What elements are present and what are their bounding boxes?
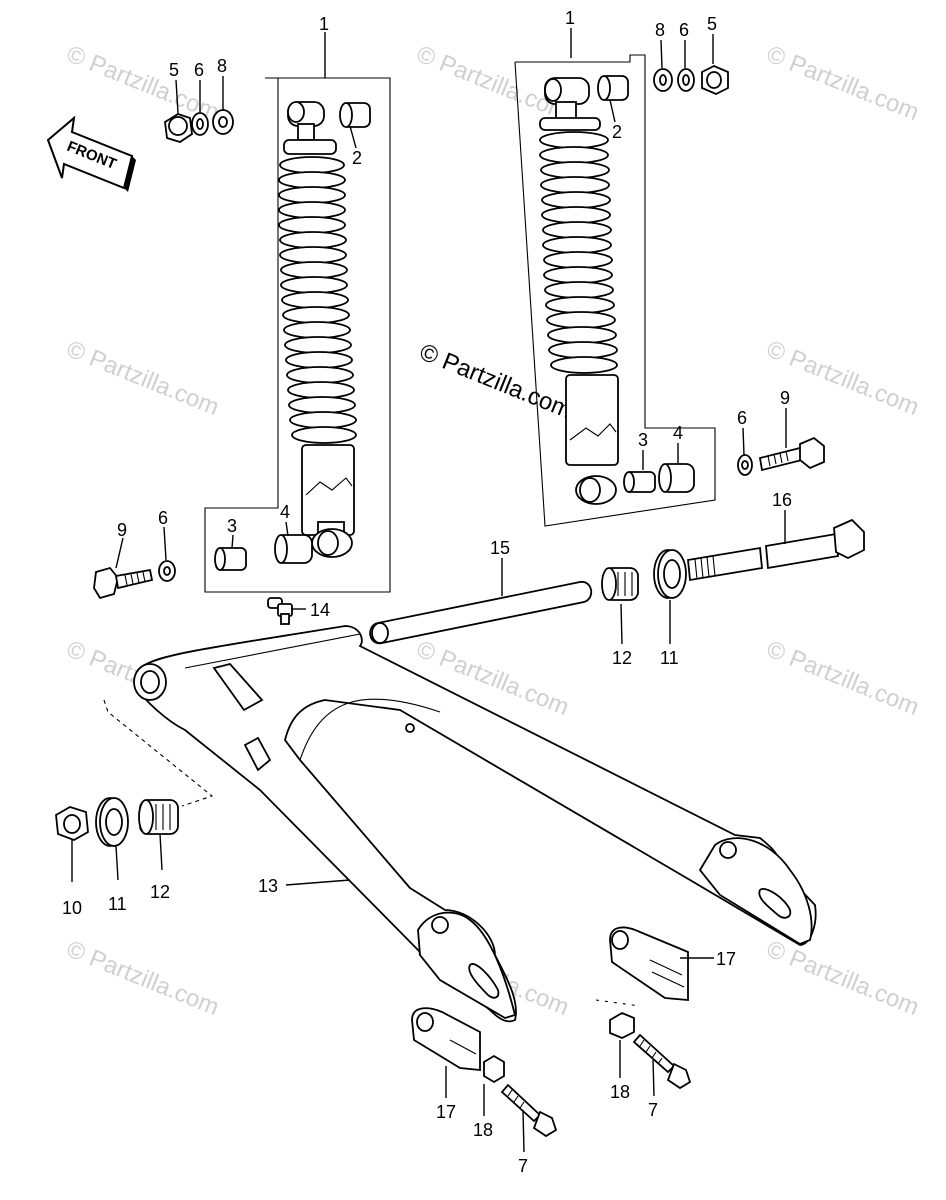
right-bush xyxy=(658,463,695,493)
callout-13: 13 xyxy=(258,876,278,896)
adjuster-nut-right xyxy=(609,1011,635,1039)
right-top-washer-8 xyxy=(653,68,673,92)
left-shock-absorber xyxy=(278,101,357,558)
right-lower-bolt xyxy=(758,436,825,472)
callout-8: 8 xyxy=(655,20,665,40)
callout-1: 1 xyxy=(319,14,329,34)
callout-15: 15 xyxy=(490,538,510,558)
front-arrow-icon: FRONT xyxy=(46,115,136,192)
left-lower-washer xyxy=(158,560,176,582)
watermark: © Partzilla.com xyxy=(763,336,923,422)
adjuster-bolt-right xyxy=(632,1033,692,1090)
pivot-bolt xyxy=(687,518,865,582)
callout-12: 12 xyxy=(150,882,170,902)
callout-6: 6 xyxy=(737,408,747,428)
right-shock-bracket xyxy=(514,54,716,527)
right-top-nut xyxy=(701,65,729,95)
watermark: © Partzilla.com xyxy=(763,936,923,1022)
grease-fitting xyxy=(267,597,293,625)
callout-14: 14 xyxy=(310,600,330,620)
right-bushing xyxy=(597,75,629,101)
callout-6: 6 xyxy=(679,20,689,40)
right-shock-group xyxy=(514,28,716,527)
left-collar xyxy=(214,547,247,571)
right-top-washer-6 xyxy=(677,68,695,92)
watermark: © Partzilla.com xyxy=(63,936,223,1022)
watermark: © Partzilla.com xyxy=(763,41,923,127)
callout-11: 11 xyxy=(108,894,127,914)
left-shock-group xyxy=(164,32,391,593)
left-lower-bolt xyxy=(93,566,154,600)
adjuster-bolt-left xyxy=(500,1083,558,1138)
pivot-sleeve xyxy=(369,581,593,644)
pivot-nut-left xyxy=(55,806,89,841)
left-shock-bracket xyxy=(204,77,391,593)
callout-8: 8 xyxy=(217,56,227,76)
callout-9: 9 xyxy=(117,520,127,540)
right-lower-washer xyxy=(737,454,753,476)
callout-labels: 1 2 9 6 3 4 5 6 8 1 2 8 6 5 3 4 6 9 14 1… xyxy=(62,8,792,1176)
callout-2: 2 xyxy=(612,122,622,142)
callout-6: 6 xyxy=(158,508,168,528)
callout-18: 18 xyxy=(610,1082,630,1102)
pivot-seal-right xyxy=(653,549,687,599)
left-top-washer-6 xyxy=(191,112,209,136)
callout-5: 5 xyxy=(169,60,179,80)
chain-adjuster-left xyxy=(411,1007,481,1071)
left-bushing xyxy=(339,102,371,128)
callout-7: 7 xyxy=(518,1156,528,1176)
callout-12: 12 xyxy=(612,648,632,668)
watermark: © Partzilla.com xyxy=(763,636,923,722)
callout-17: 17 xyxy=(716,949,736,969)
callout-7: 7 xyxy=(648,1100,658,1120)
callout-2: 2 xyxy=(352,148,362,168)
callout-5: 5 xyxy=(707,14,717,34)
callout-17: 17 xyxy=(436,1102,456,1122)
callout-10: 10 xyxy=(62,898,82,918)
pivot-seal-left xyxy=(95,797,129,847)
swingarm xyxy=(133,625,817,1023)
callout-4: 4 xyxy=(673,423,683,443)
callout-9: 9 xyxy=(780,388,790,408)
left-top-washer-8 xyxy=(212,109,234,135)
callout-18: 18 xyxy=(473,1120,493,1140)
callout-11: 11 xyxy=(660,648,679,668)
watermark: © Partzilla.com xyxy=(63,336,223,422)
right-shock-absorber xyxy=(539,77,619,505)
right-collar xyxy=(623,471,656,493)
callout-6: 6 xyxy=(194,60,204,80)
callout-3: 3 xyxy=(638,430,648,450)
callout-16: 16 xyxy=(772,490,792,510)
adjuster-nut-left xyxy=(483,1054,505,1084)
left-top-nut xyxy=(164,113,193,143)
callout-3: 3 xyxy=(227,516,237,536)
chain-adjuster-right xyxy=(609,926,689,1001)
callout-1: 1 xyxy=(565,8,575,28)
callout-4: 4 xyxy=(280,502,290,522)
pivot-bearing-right xyxy=(601,567,639,601)
left-bush xyxy=(274,534,313,564)
pivot-bearing-left xyxy=(138,799,179,835)
